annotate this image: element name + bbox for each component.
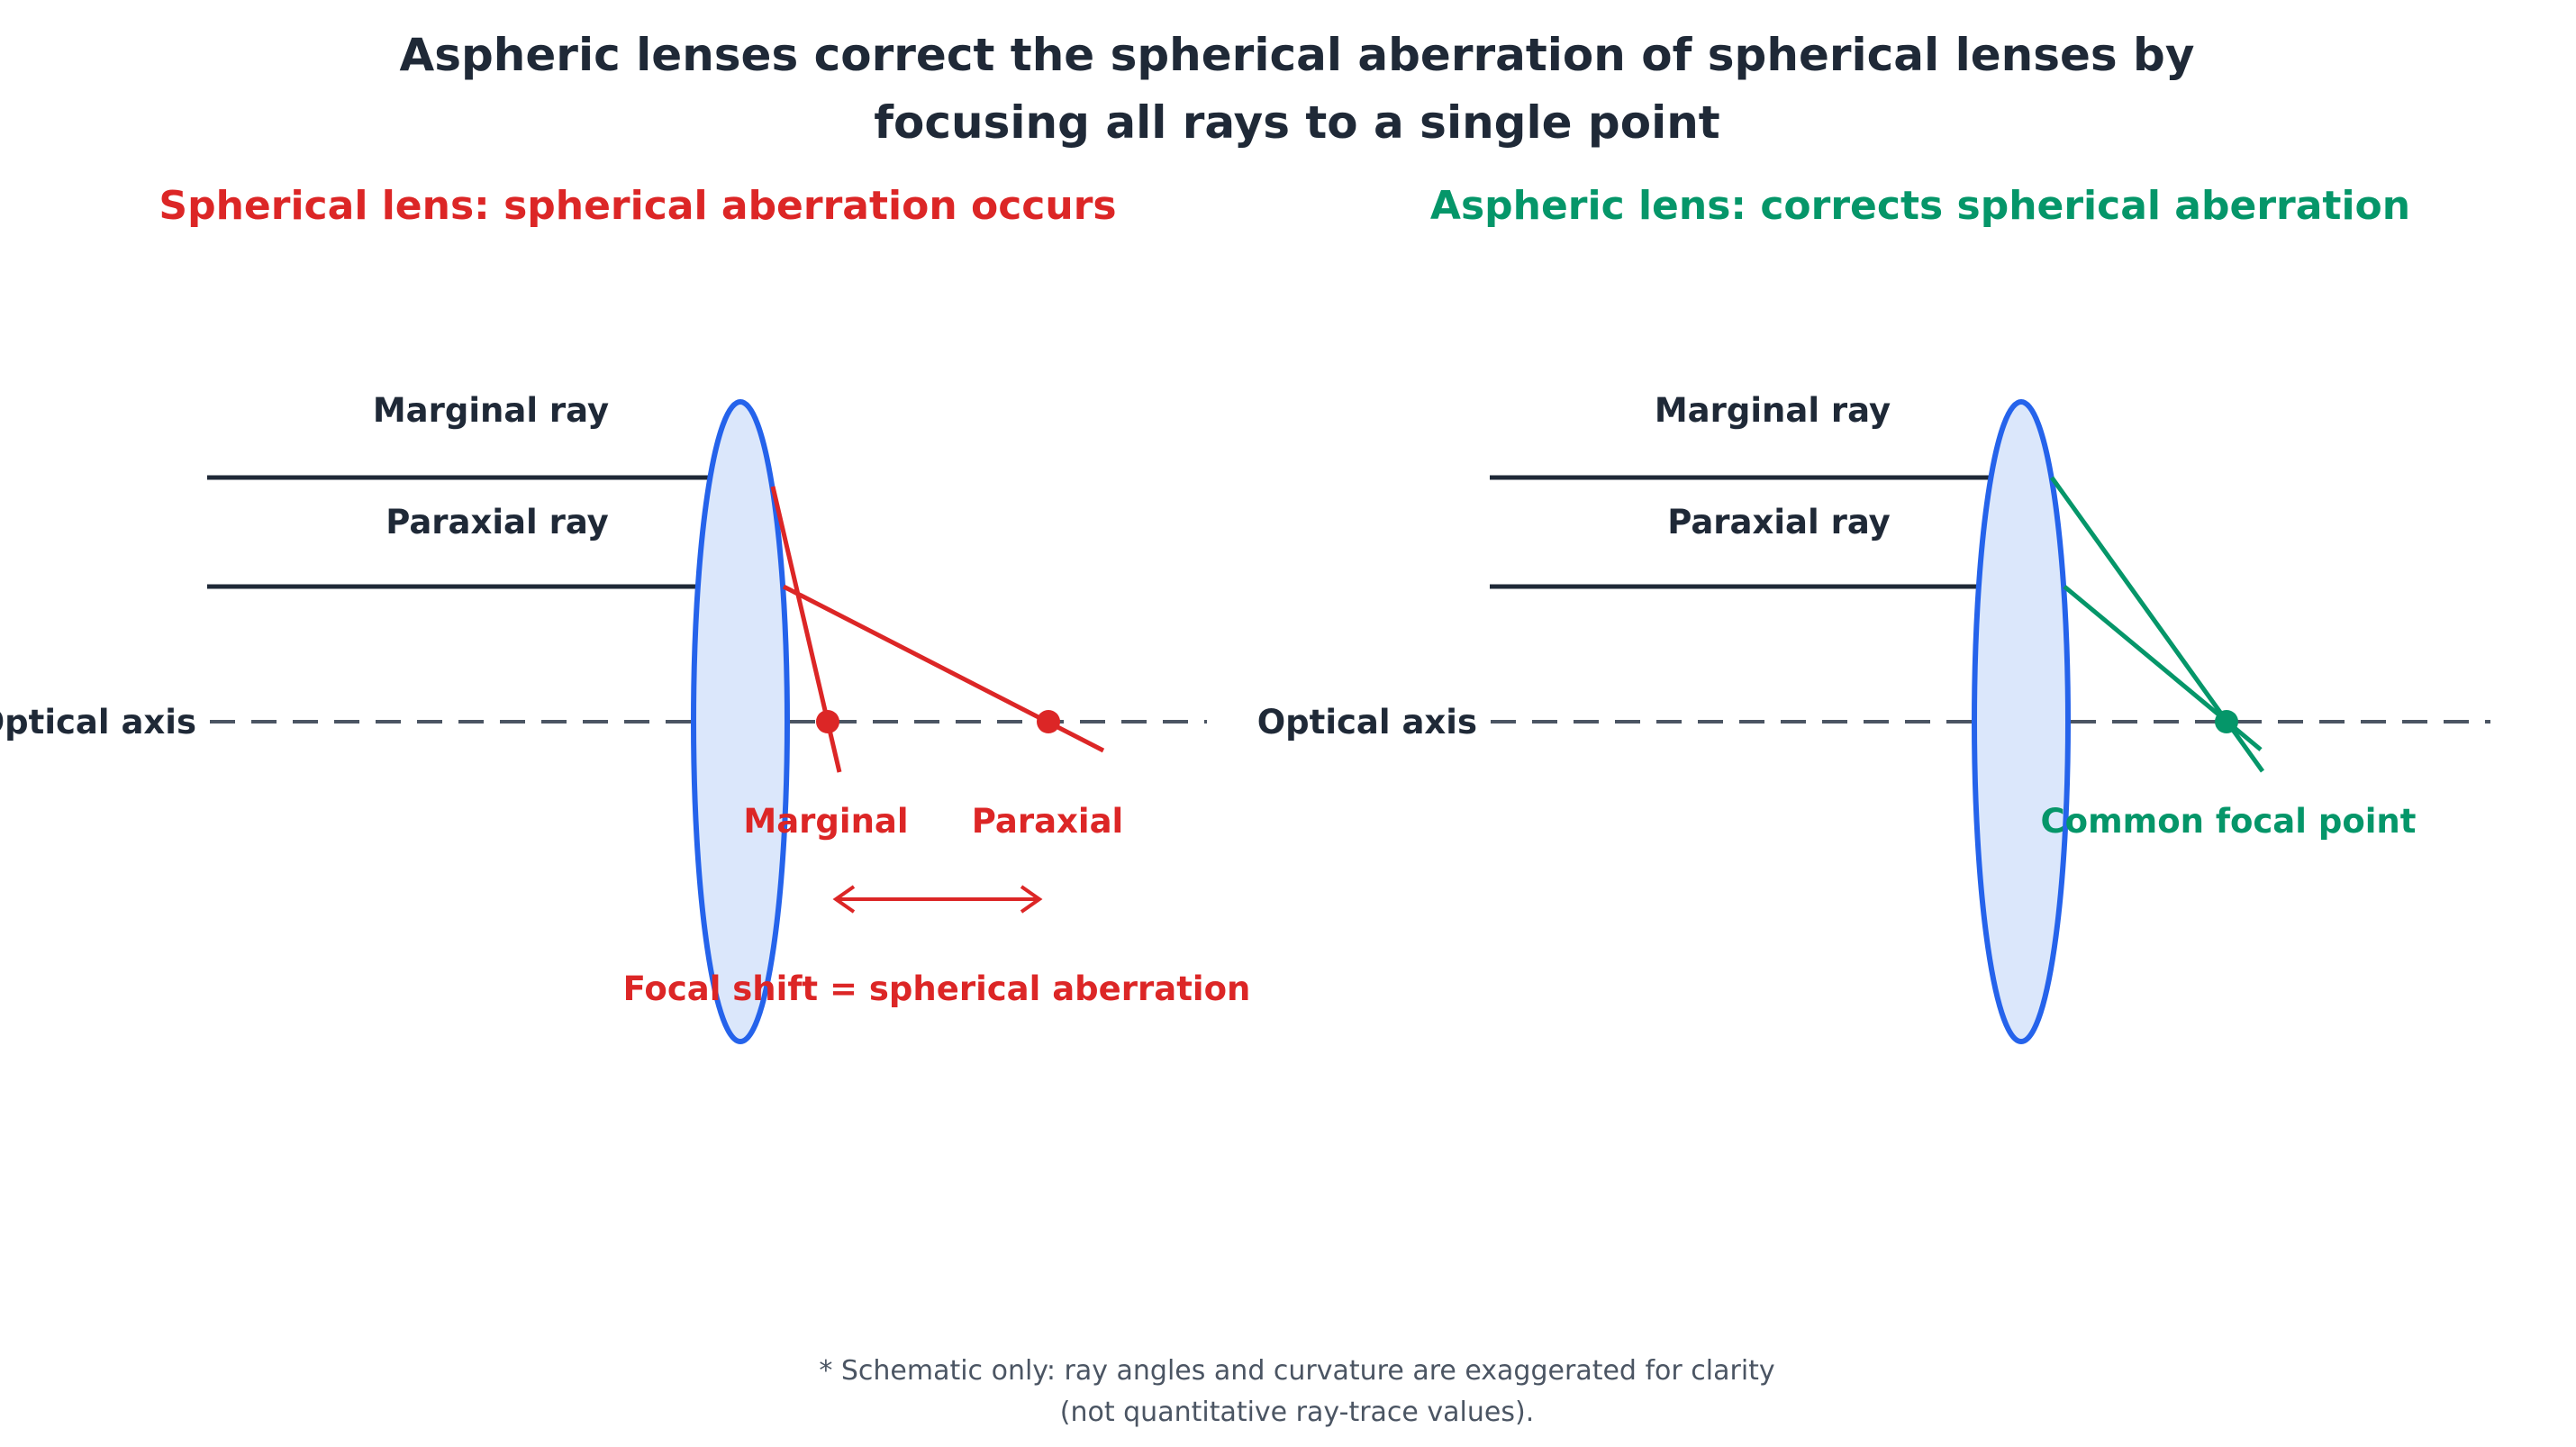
paraxial-ray-label: Paraxial ray	[385, 503, 609, 541]
paraxial-focal-point	[1037, 710, 1060, 733]
marginal-ray-label: Marginal ray	[373, 391, 609, 430]
main-title-line1: Aspheric lenses correct the spherical ab…	[400, 29, 2195, 81]
focal-shift-arrow	[832, 885, 1043, 914]
common-focus-label: Common focal point	[2041, 802, 2417, 841]
spherical-panel-title: Spherical lens: spherical aberration occ…	[159, 183, 1116, 229]
spherical-lens	[691, 399, 790, 1044]
footnote-line2: (not quantitative ray-trace values).	[1060, 1397, 1534, 1428]
optical-axis-label: Optical axis	[1257, 703, 1477, 742]
aspheric-lens	[1972, 399, 2071, 1044]
paraxial-ray-label: Paraxial ray	[1667, 503, 1891, 541]
spherical-lens-panel: Spherical lens: spherical aberration occ…	[0, 183, 1251, 1044]
footnote-line1: * Schematic only: ray angles and curvatu…	[819, 1355, 1774, 1387]
optical-axis-label: Optical axis	[0, 703, 196, 742]
marginal-ray-label: Marginal ray	[1655, 391, 1891, 430]
main-title-line2: focusing all rays to a single point	[874, 96, 1719, 149]
aspheric-lens-panel: Aspheric lens: corrects spherical aberra…	[1257, 183, 2490, 1044]
aspheric-panel-title: Aspheric lens: corrects spherical aberra…	[1430, 183, 2410, 229]
marginal-focal-point	[816, 710, 839, 733]
paraxial-focus-label: Paraxial	[972, 802, 1124, 841]
marginal-focus-label: Marginal	[743, 802, 908, 841]
focal-shift-label: Focal shift = spherical aberration	[623, 969, 1251, 1008]
common-focal-point	[2215, 710, 2238, 733]
